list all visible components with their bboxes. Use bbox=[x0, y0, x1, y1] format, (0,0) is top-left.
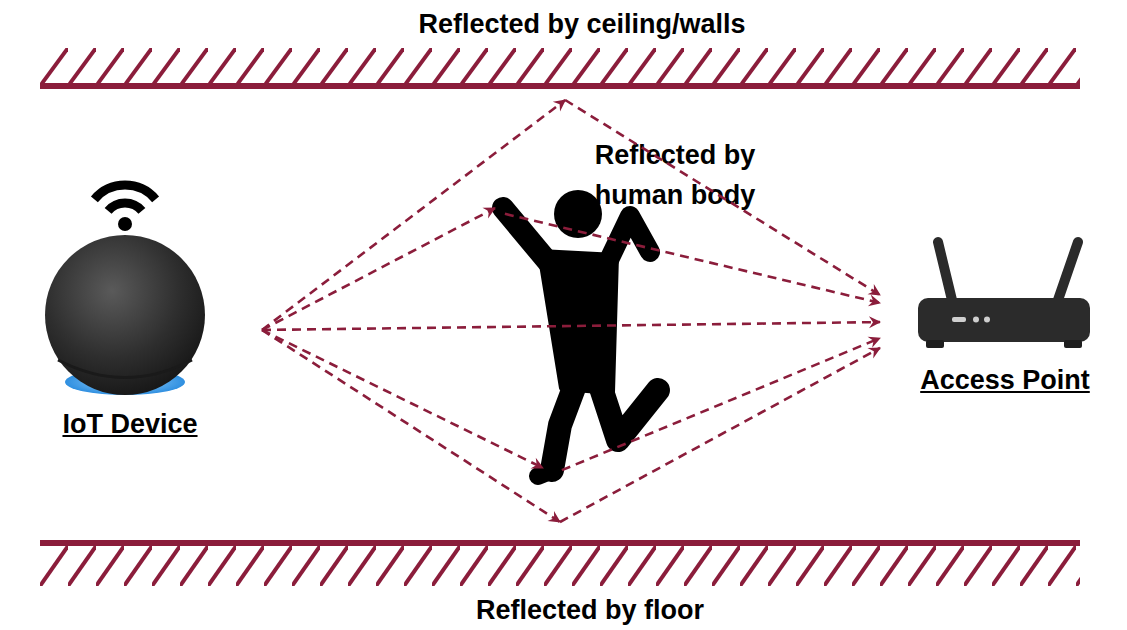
floor-line bbox=[40, 540, 1080, 546]
signal-path bbox=[262, 208, 495, 330]
ceiling-line bbox=[40, 83, 1080, 89]
signal-path bbox=[505, 214, 880, 303]
human-figure bbox=[503, 190, 658, 476]
ceiling-band: Reflected by ceiling/walls bbox=[40, 0, 1080, 100]
device-label: IoT Device bbox=[40, 404, 220, 444]
signal-path bbox=[262, 330, 560, 522]
device-label: Access Point bbox=[905, 360, 1105, 400]
signal-path bbox=[565, 100, 880, 295]
floor-hatch bbox=[40, 546, 1080, 586]
ceiling-hatch bbox=[40, 48, 1080, 86]
human-body-node: Reflected by human body bbox=[480, 135, 780, 495]
wifi-symbol bbox=[94, 185, 155, 231]
smart-speaker bbox=[45, 235, 205, 395]
band-label: Reflected by floor bbox=[340, 590, 840, 630]
band-label: Reflected by ceiling/walls bbox=[332, 4, 832, 44]
access-point-node: Access Point bbox=[880, 230, 1108, 395]
speaker-body bbox=[45, 235, 205, 395]
speaker-base-edge bbox=[58, 360, 192, 378]
reflector-label: Reflected by human body bbox=[570, 135, 780, 215]
iot-device-node: IoT Device bbox=[40, 160, 262, 440]
signal-path bbox=[560, 348, 880, 522]
signal-path bbox=[262, 330, 543, 468]
signal-path bbox=[262, 100, 565, 330]
router bbox=[918, 242, 1090, 348]
floor-band: Reflected by floor bbox=[40, 522, 1080, 630]
signal-path bbox=[562, 338, 880, 470]
signal-path bbox=[262, 322, 880, 330]
